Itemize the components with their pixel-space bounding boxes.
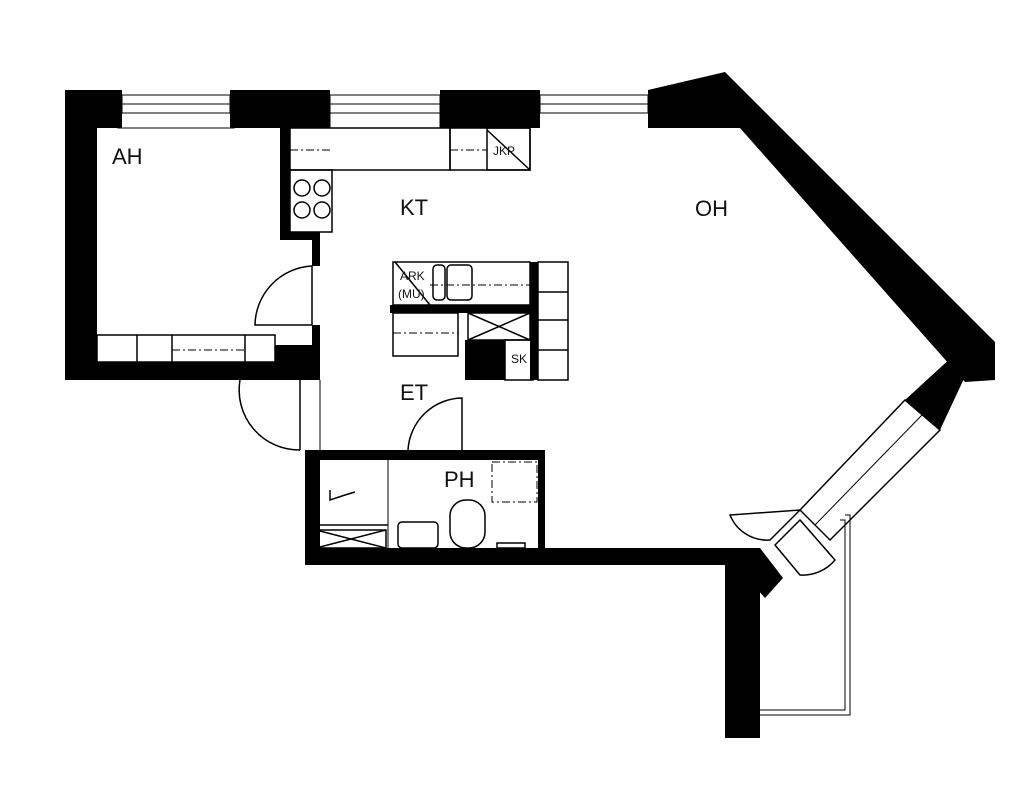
balcony xyxy=(760,514,851,716)
bathroom-fixtures xyxy=(315,460,538,549)
closet xyxy=(504,339,534,381)
room-label-kt: KT xyxy=(400,195,428,220)
walls xyxy=(65,72,995,738)
fixture-label-sk: SK xyxy=(511,352,527,366)
room-label-ph: PH xyxy=(444,467,475,492)
fixture-label-ark: ARK xyxy=(400,269,425,283)
fixture-label-jkp: JKP xyxy=(493,144,515,158)
doors xyxy=(238,265,836,576)
windows xyxy=(117,94,942,542)
room-label-et: ET xyxy=(400,380,428,405)
room-label-oh: OH xyxy=(695,196,728,221)
kitchen-fixtures xyxy=(96,127,569,381)
fridge xyxy=(486,127,531,171)
room-label-ah: AH xyxy=(112,144,143,169)
fixture-label-mu: (MU) xyxy=(398,287,425,301)
